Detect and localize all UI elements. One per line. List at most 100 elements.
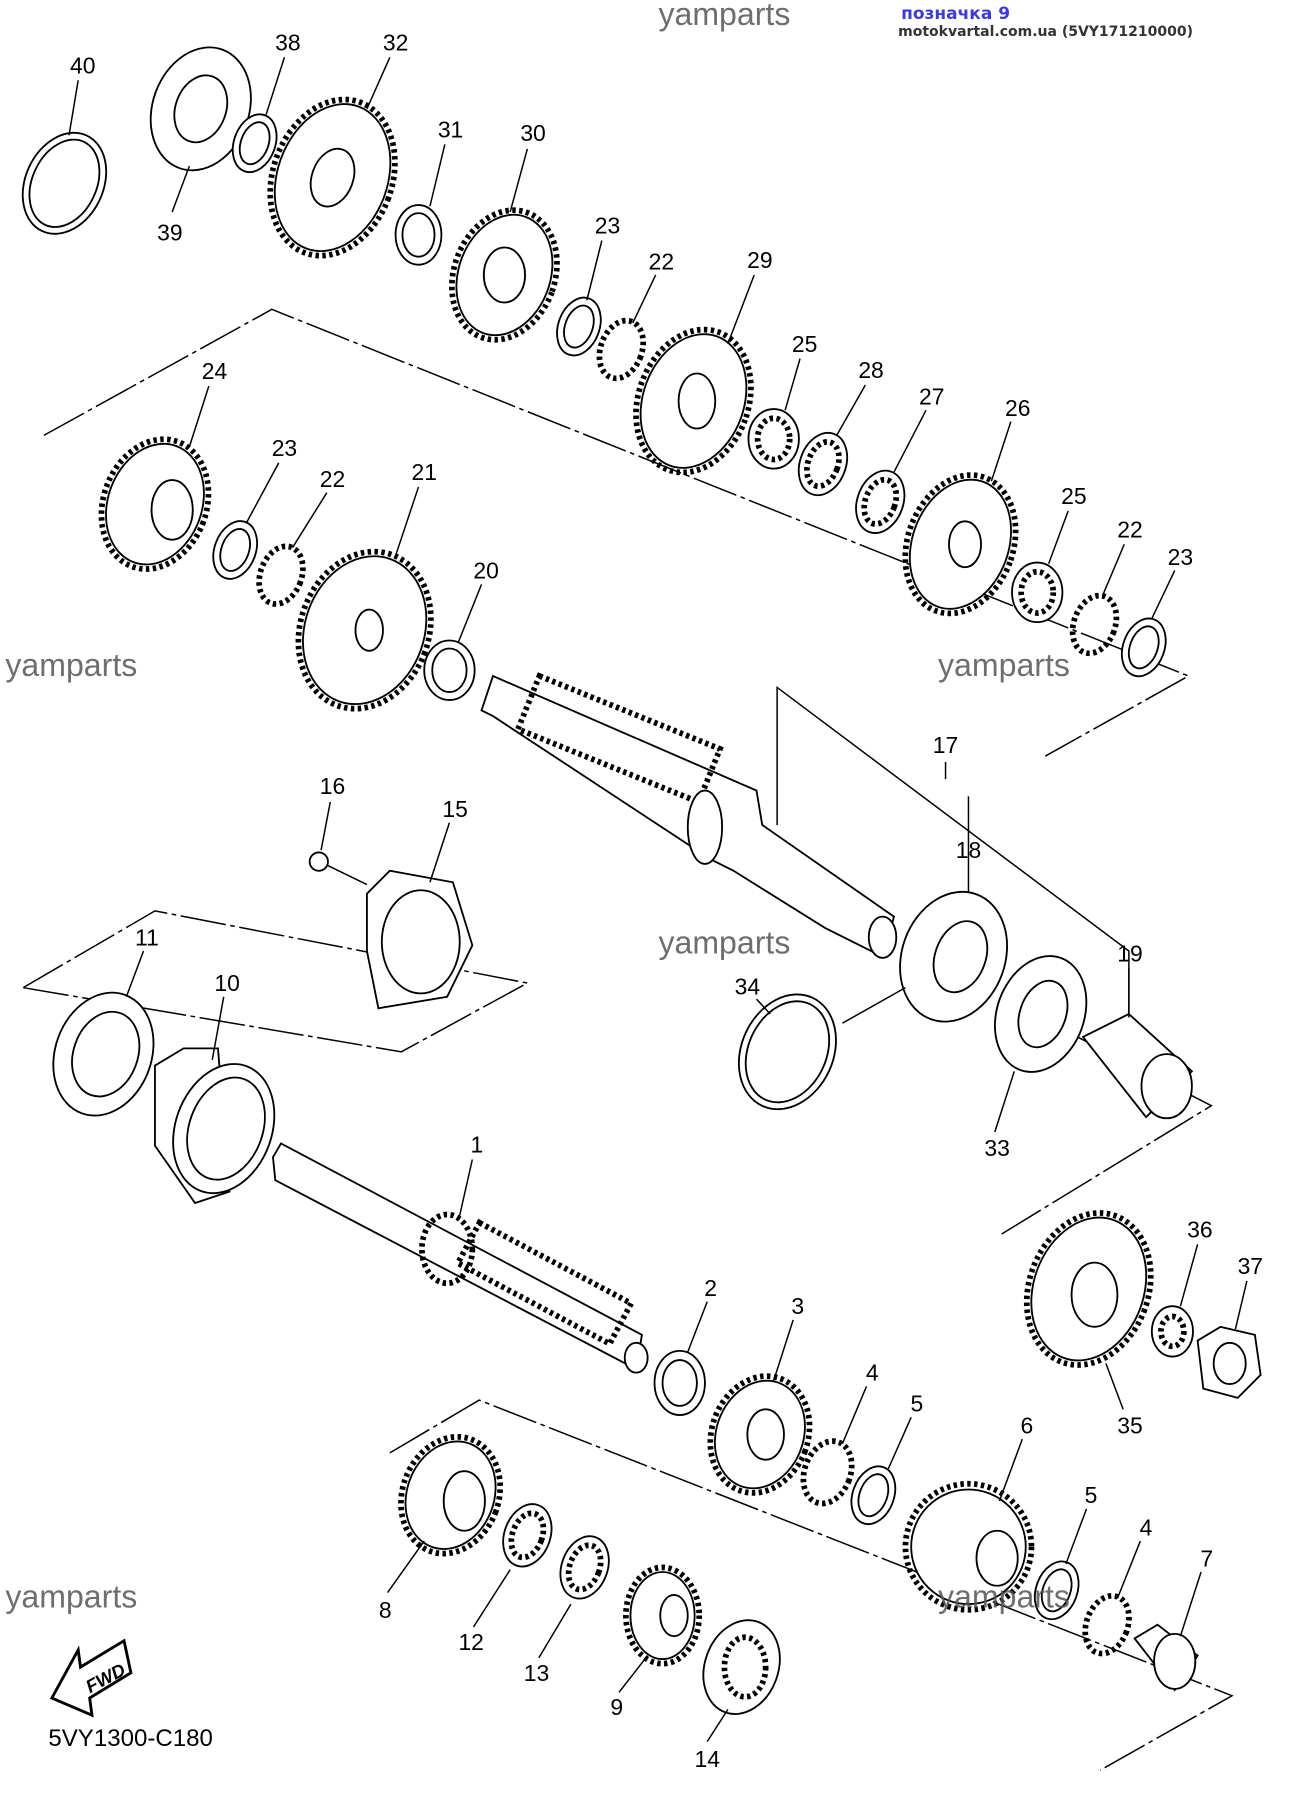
header-source: motokvartal.com.ua (5VY171210000)	[898, 24, 1193, 40]
callout: 15	[442, 796, 467, 822]
part-gear-3	[707, 1373, 813, 1496]
part-retainer-15	[366, 869, 474, 1010]
part-collar-19	[1081, 1012, 1194, 1120]
header: позначка 9 motokvartal.com.ua (5VY171210…	[808, 4, 1193, 40]
part-bush-31	[394, 204, 443, 266]
callout: 11	[135, 924, 159, 950]
callout: 22	[320, 466, 345, 492]
part-gear-32	[267, 96, 398, 259]
watermark: yamparts	[658, 0, 790, 32]
watermark: yamparts	[5, 647, 137, 683]
part-bearing-39	[149, 46, 252, 172]
part-circlip-4b	[1082, 1592, 1132, 1657]
callout: 5	[1085, 1482, 1098, 1508]
callout: 2	[704, 1275, 717, 1301]
part-washer-28	[797, 431, 849, 497]
watermark: yamparts	[5, 1579, 137, 1615]
callout: 4	[1140, 1514, 1153, 1540]
part-circlip-34	[737, 993, 837, 1111]
callout: 40	[70, 52, 95, 78]
callout: 31	[438, 116, 463, 142]
callout: 25	[792, 331, 817, 357]
part-bush-2	[653, 1349, 706, 1416]
callout: 1	[471, 1132, 484, 1158]
callout: 9	[610, 1694, 623, 1720]
callout: 36	[1187, 1216, 1212, 1242]
part-gear-8	[398, 1434, 504, 1557]
callout: 29	[747, 247, 772, 273]
callout: 13	[524, 1660, 549, 1686]
part-gear-30	[449, 207, 560, 343]
callout: 10	[214, 970, 239, 996]
callout: 32	[383, 29, 408, 55]
part-washer-23b	[1120, 617, 1167, 678]
part-lockwasher-36	[1150, 1305, 1194, 1358]
callout: 6	[1021, 1412, 1034, 1438]
callout: 17	[933, 732, 958, 758]
part-gear-6	[902, 1480, 1035, 1613]
part-washer-23c	[212, 520, 258, 580]
fwd-arrow-icon: FWD	[49, 1638, 133, 1718]
part-bearing-25b	[1011, 561, 1064, 624]
assembly-box-upper	[43, 308, 1191, 757]
watermark: yamparts	[658, 924, 790, 960]
part-bolt-16	[308, 851, 368, 886]
callout: 25	[1061, 483, 1086, 509]
callout: 22	[1117, 516, 1142, 542]
callout: 3	[791, 1293, 804, 1319]
callout: 27	[919, 383, 944, 409]
callout: 24	[202, 358, 228, 384]
callout: 28	[858, 357, 883, 383]
part-drive-axle-1	[272, 1142, 649, 1374]
callout: 8	[379, 1597, 392, 1623]
leader	[842, 987, 906, 1024]
part-washer-5b	[1033, 1560, 1080, 1621]
part-housing-10	[154, 1047, 276, 1205]
callout: 4	[866, 1360, 879, 1386]
callout: 23	[1168, 544, 1193, 570]
part-main-axle	[480, 672, 898, 959]
callout: 12	[458, 1629, 483, 1655]
callout-labels: 40 38 32 39 31 30 23 22 29 25 28 27 26 2…	[70, 29, 1263, 1771]
part-gear-24	[98, 436, 212, 572]
assembly-box-lower	[389, 1399, 1234, 1771]
header-label: позначка 9	[901, 4, 1011, 24]
watermark: yamparts	[938, 647, 1070, 683]
part-bearing-25	[747, 408, 800, 470]
part-washer-27	[855, 469, 906, 534]
callout: 20	[473, 558, 498, 584]
part-gear-21	[295, 548, 434, 712]
part-circlip-22c	[256, 543, 306, 607]
leader-lines	[68, 56, 1248, 1742]
callout: 18	[956, 837, 981, 863]
part-oilseal-33	[994, 955, 1088, 1073]
callout: 5	[911, 1391, 924, 1417]
part-bearing-18	[899, 890, 1008, 1023]
callout: 19	[1117, 940, 1142, 966]
callout: 33	[984, 1135, 1009, 1161]
part-gear-26	[902, 472, 1019, 617]
callout: 38	[275, 29, 300, 55]
callout: 34	[735, 974, 761, 1000]
callout: 22	[649, 248, 674, 274]
callout: 21	[411, 459, 436, 485]
callout: 7	[1200, 1545, 1213, 1571]
part-circlip-22	[596, 317, 647, 382]
callout: 14	[694, 1746, 720, 1772]
part-sprocket-35	[1023, 1210, 1154, 1368]
part-gear-9	[623, 1564, 703, 1667]
callout: 37	[1238, 1253, 1263, 1279]
assembly-box-bearing	[22, 910, 530, 1053]
callout: 16	[320, 773, 345, 799]
callout: 35	[1117, 1412, 1142, 1438]
watermarks: yamparts yamparts yamparts yamparts yamp…	[5, 0, 1070, 1615]
part-washer-12	[502, 1503, 553, 1568]
part-circlip-22b	[1069, 592, 1120, 657]
part-washer-13	[559, 1535, 610, 1600]
part-nut-37	[1196, 1325, 1262, 1399]
part-bearing-7	[1133, 1623, 1199, 1692]
callout: 30	[520, 120, 545, 146]
callout: 39	[157, 220, 182, 246]
